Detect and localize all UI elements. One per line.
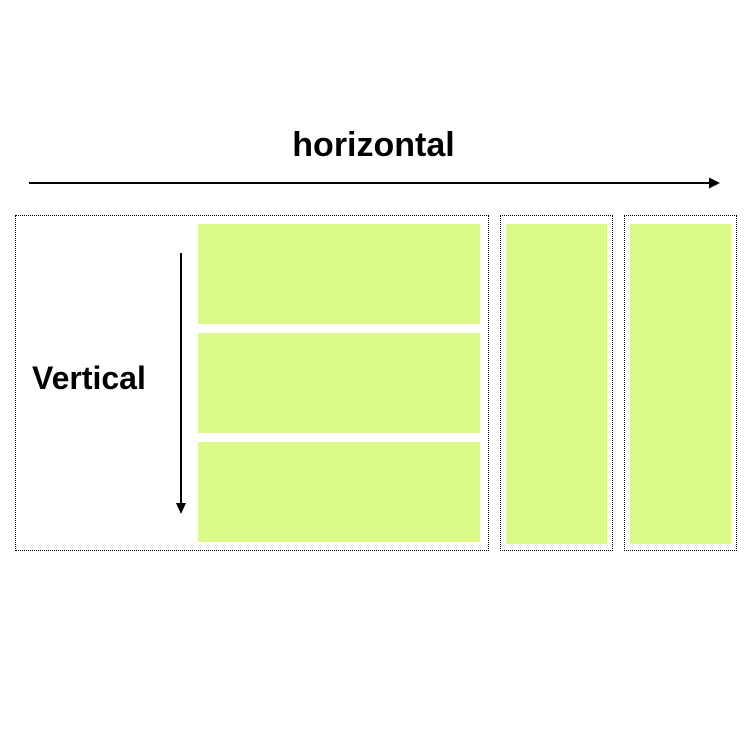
stacked-item-1 — [198, 224, 480, 324]
container-column-stacked — [15, 215, 489, 551]
container-column-3 — [624, 215, 737, 551]
container-column-2 — [500, 215, 613, 551]
horizontal-label: horizontal — [292, 126, 455, 164]
column-item-2 — [506, 224, 607, 544]
vertical-label: Vertical — [32, 360, 146, 396]
stacked-item-3 — [198, 442, 480, 542]
horizontal-arrow — [29, 177, 720, 189]
column-item-3 — [630, 224, 731, 544]
stacked-item-2 — [198, 333, 480, 433]
